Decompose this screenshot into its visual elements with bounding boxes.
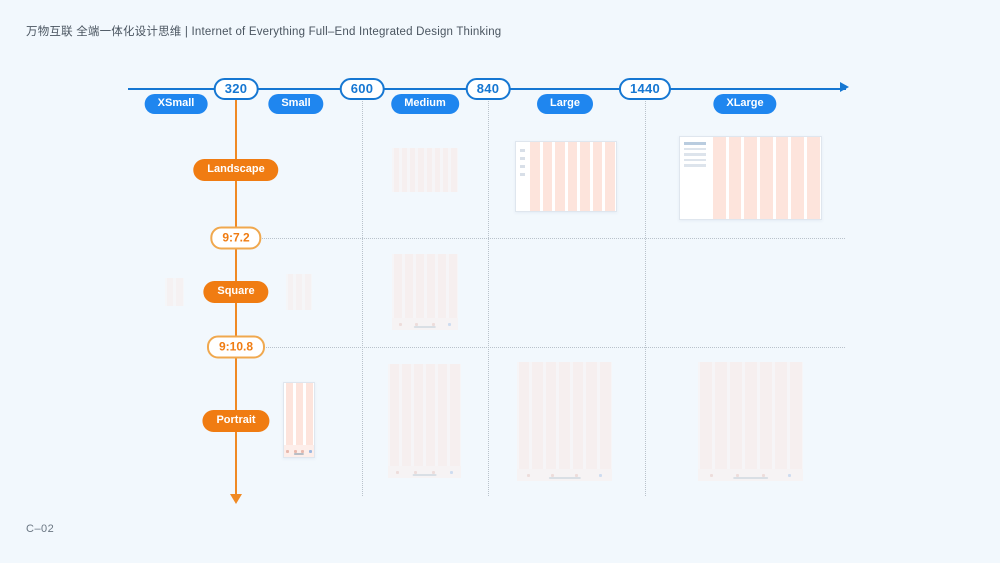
bottom-tab-bar [392, 318, 458, 330]
device-large-portrait [517, 362, 612, 481]
breakpoint-value-840[interactable]: 840 [465, 78, 511, 100]
home-indicator [548, 476, 581, 479]
aspect-ratio-pill-9-10-8[interactable]: 9:10.8 [206, 335, 266, 359]
orientation-pill-landscape[interactable]: Landscape [193, 159, 279, 181]
home-indicator [413, 325, 437, 328]
aspect-ratio-pill-9-7-2[interactable]: 9:7.2 [210, 226, 262, 250]
bottom-tab-bar [284, 445, 314, 457]
column-grid [698, 362, 803, 481]
home-indicator [732, 476, 769, 479]
breakpoint-pill-xsmall[interactable]: XSmall [144, 94, 208, 114]
column-grid [284, 383, 314, 457]
bottom-tab-bar [698, 469, 803, 481]
side-nav-panel [680, 137, 710, 219]
column-grid [165, 278, 184, 306]
column-grid [392, 148, 458, 192]
home-indicator [412, 473, 437, 476]
grid-line-horizontal [255, 238, 845, 239]
column-grid [517, 362, 612, 481]
column-grid [388, 364, 461, 478]
device-medium-square [392, 254, 458, 330]
slide-code: C–02 [26, 523, 55, 535]
breakpoint-value-600[interactable]: 600 [339, 78, 385, 100]
breakpoint-pill-xlarge[interactable]: XLarge [713, 94, 777, 114]
device-xlarge-landscape [679, 136, 822, 220]
column-grid [392, 254, 458, 330]
home-indicator [293, 452, 305, 455]
column-grid [516, 142, 616, 211]
grid-line-vertical [488, 96, 489, 496]
breakpoint-pill-medium[interactable]: Medium [391, 94, 459, 114]
breakpoint-pill-small[interactable]: Small [268, 94, 324, 114]
breakpoint-value-1440[interactable]: 1440 [618, 78, 672, 100]
orientation-axis-arrow-icon [230, 494, 242, 504]
breakpoint-pill-large[interactable]: Large [537, 94, 593, 114]
orientation-pill-portrait[interactable]: Portrait [202, 410, 270, 432]
device-medium-portrait [388, 364, 461, 478]
grid-line-vertical [362, 96, 363, 496]
grid-line-horizontal [255, 347, 845, 348]
page-title: 万物互联 全端一体化设计思维 | Internet of Everything … [26, 26, 502, 38]
device-small-portrait [283, 382, 315, 458]
orientation-pill-square[interactable]: Square [203, 281, 269, 303]
device-small-square [286, 274, 312, 310]
grid-line-vertical [645, 96, 646, 496]
device-medium-landscape [392, 148, 458, 192]
side-nav-rail [516, 142, 528, 211]
breakpoint-value-320[interactable]: 320 [213, 78, 259, 100]
bottom-tab-bar [388, 466, 461, 478]
column-grid [286, 274, 312, 310]
breakpoint-axis-arrow-icon [840, 82, 849, 92]
device-xlarge-portrait [698, 362, 803, 481]
device-large-landscape [515, 141, 617, 212]
device-xsmall-square [165, 278, 184, 306]
bottom-tab-bar [517, 469, 612, 481]
